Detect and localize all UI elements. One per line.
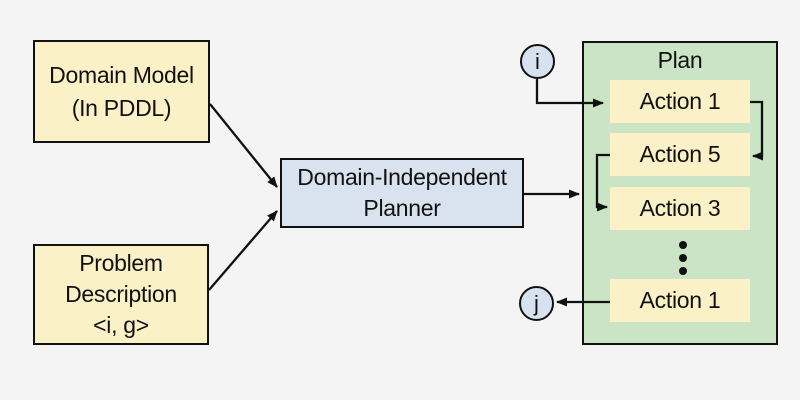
arrow-domain-model-to-planner (209, 103, 278, 188)
problem-line1: Problem (79, 250, 163, 276)
initial-state-label: i (535, 48, 540, 74)
action-box-3: Action 3 (610, 187, 750, 230)
problem-line2: Description (65, 281, 177, 307)
ellipsis-dot (679, 267, 687, 275)
plan-title: Plan (657, 47, 703, 73)
domain-model-line2: (In PDDL) (71, 94, 172, 121)
problem-description-box: Problem Description <i, g> (33, 244, 209, 345)
action-box-4: Action 1 (610, 279, 750, 322)
arrow-problem-to-planner (208, 210, 278, 291)
problem-line3: <i, g> (93, 312, 149, 338)
domain-model-line1: Domain Model (49, 61, 194, 88)
planner-line2: Planner (363, 195, 441, 221)
domain-model-box: Domain Model (In PDDL) (33, 40, 210, 143)
planner-line1: Domain-Independent (297, 164, 507, 190)
initial-state-circle: i (520, 44, 555, 79)
action-box-2: Action 5 (610, 133, 750, 176)
planner-box: Domain-Independent Planner (280, 158, 524, 228)
action-box-1: Action 1 (610, 80, 750, 123)
ellipsis-dot (679, 241, 687, 249)
goal-state-circle: j (519, 286, 554, 321)
goal-state-label: j (534, 290, 539, 316)
ellipsis-dot (679, 254, 687, 262)
